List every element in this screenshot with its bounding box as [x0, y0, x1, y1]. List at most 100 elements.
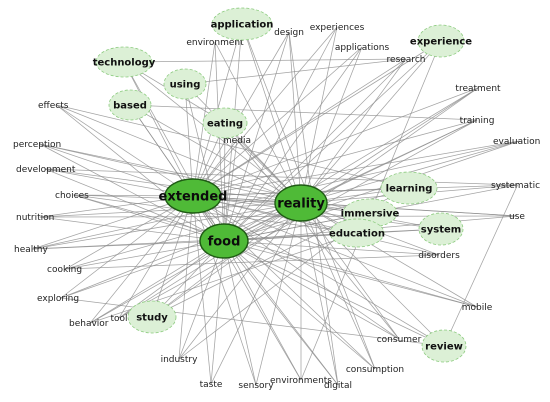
word-experiences: experiences: [310, 23, 365, 33]
edge-extended-consumer: [192, 195, 400, 340]
edge-food-applications: [223, 46, 363, 242]
bubble-node-using: using: [163, 68, 207, 100]
edge-review-exploring: [60, 297, 445, 347]
word-mobile: mobile: [462, 303, 493, 313]
word-exploring: exploring: [37, 294, 79, 304]
edge-reality-sensory: [255, 202, 302, 386]
edge-food-experiences: [223, 26, 338, 242]
word-environments: environments: [270, 376, 332, 386]
edge-food-eating: [223, 122, 226, 242]
edge-food-nutrition: [39, 216, 225, 242]
edge-food-effects: [56, 104, 225, 242]
edge-food-research: [223, 58, 407, 242]
bubble-shape-review: [421, 329, 467, 363]
bubble-label-based: based: [113, 101, 147, 112]
edge-reality-nutrition: [39, 202, 302, 218]
edge-food-environments: [223, 240, 302, 381]
word-taste: taste: [200, 380, 223, 390]
edge-extended-evaluation: [192, 140, 520, 197]
edge-reality-digital: [300, 202, 339, 386]
edge-food-disorders: [223, 240, 440, 256]
edge-reality-experience: [300, 40, 442, 204]
bubble-shape-eating: [202, 107, 248, 139]
bubble-label-using: using: [170, 80, 201, 91]
word-choices: choices: [55, 191, 89, 201]
word-training: training: [460, 116, 495, 126]
edge-reality-applications: [300, 46, 363, 204]
edge-mobile-choices: [73, 194, 478, 308]
word-tool: tool: [110, 314, 127, 324]
bubble-label-technology: technology: [93, 58, 156, 69]
hub-shape-food: [199, 223, 249, 259]
hub-shape-reality: [274, 184, 328, 222]
bubble-node-technology: technology: [93, 46, 156, 78]
word-environment: environment: [186, 38, 244, 48]
hub-node-reality: reality: [274, 184, 328, 222]
edge-reality-experiences: [300, 26, 338, 204]
word-industry: industry: [161, 355, 199, 365]
word-applications: applications: [335, 43, 390, 53]
word-use: use: [509, 212, 525, 222]
edge-reality-treatment: [300, 87, 479, 204]
hub-label-reality: reality: [277, 197, 325, 212]
bubble-shape-technology: [95, 46, 153, 78]
edge-food-cooking: [65, 240, 225, 270]
word-digital: digital: [324, 381, 352, 391]
edge-evaluation-healthy: [32, 140, 520, 250]
bubble-label-study: study: [136, 313, 168, 324]
edge-food-design: [223, 31, 290, 242]
word-sensory: sensory: [238, 381, 274, 391]
edge-reality-taste: [210, 202, 302, 385]
bubble-shape-learning: [380, 171, 438, 205]
edge-reality-consumption: [300, 202, 376, 370]
edge-extended-treatment: [192, 87, 479, 197]
edge-using-research: [184, 58, 407, 85]
word-perception: perception: [13, 140, 61, 150]
edge-reality-application: [241, 23, 302, 204]
edge-consumer-media: [236, 139, 400, 340]
edge-food-experience: [223, 40, 442, 242]
word-behavior: behavior: [69, 319, 109, 329]
edge-food-digital: [223, 240, 339, 386]
edge-reality-behavior: [90, 202, 302, 324]
edge-food-industry: [178, 240, 225, 360]
word-nutrition: nutrition: [16, 213, 54, 223]
bubble-node-based: based: [108, 89, 152, 121]
bubble-node-review: review: [421, 329, 467, 363]
bubble-node-eating: eating: [202, 107, 248, 139]
bubble-label-eating: eating: [207, 119, 243, 130]
bubble-shape-based: [108, 89, 152, 121]
edge-extended-taste: [192, 195, 212, 385]
edge-reality-environment: [214, 41, 302, 204]
edge-choices-education: [73, 194, 358, 234]
bubble-label-application: application: [211, 20, 274, 31]
edge-food-perception: [39, 143, 225, 242]
edge-extended-tool: [118, 195, 194, 319]
edge-food-taste: [210, 240, 225, 385]
edge-food-review: [223, 240, 445, 347]
bubble-shape-experience: [417, 24, 465, 58]
edge-food-treatment: [223, 87, 479, 242]
hub-node-food: food: [199, 223, 249, 259]
bubble-node-study: study: [127, 300, 177, 334]
word-media: media: [223, 136, 251, 146]
bubble-shape-system: [418, 212, 464, 246]
edge-food-behavior: [90, 240, 225, 324]
bubble-label-immersive: immersive: [341, 209, 400, 220]
edge-extended-sensory: [192, 195, 257, 386]
edge-food-exploring: [60, 240, 225, 299]
edge-extended-experiences: [192, 26, 338, 197]
edge-effects-learning: [56, 104, 410, 189]
word-effects: effects: [38, 101, 69, 111]
bubble-label-review: review: [425, 342, 463, 353]
edge-reality-research: [300, 58, 407, 204]
bubble-node-system: system: [418, 212, 464, 246]
bubble-label-learning: learning: [386, 184, 433, 195]
hub-node-extended: extended: [159, 178, 227, 214]
edge-reality-use: [300, 202, 518, 217]
word-development: development: [16, 165, 76, 175]
word-cooking: cooking: [47, 265, 82, 275]
edge-extended-experience: [192, 40, 442, 197]
